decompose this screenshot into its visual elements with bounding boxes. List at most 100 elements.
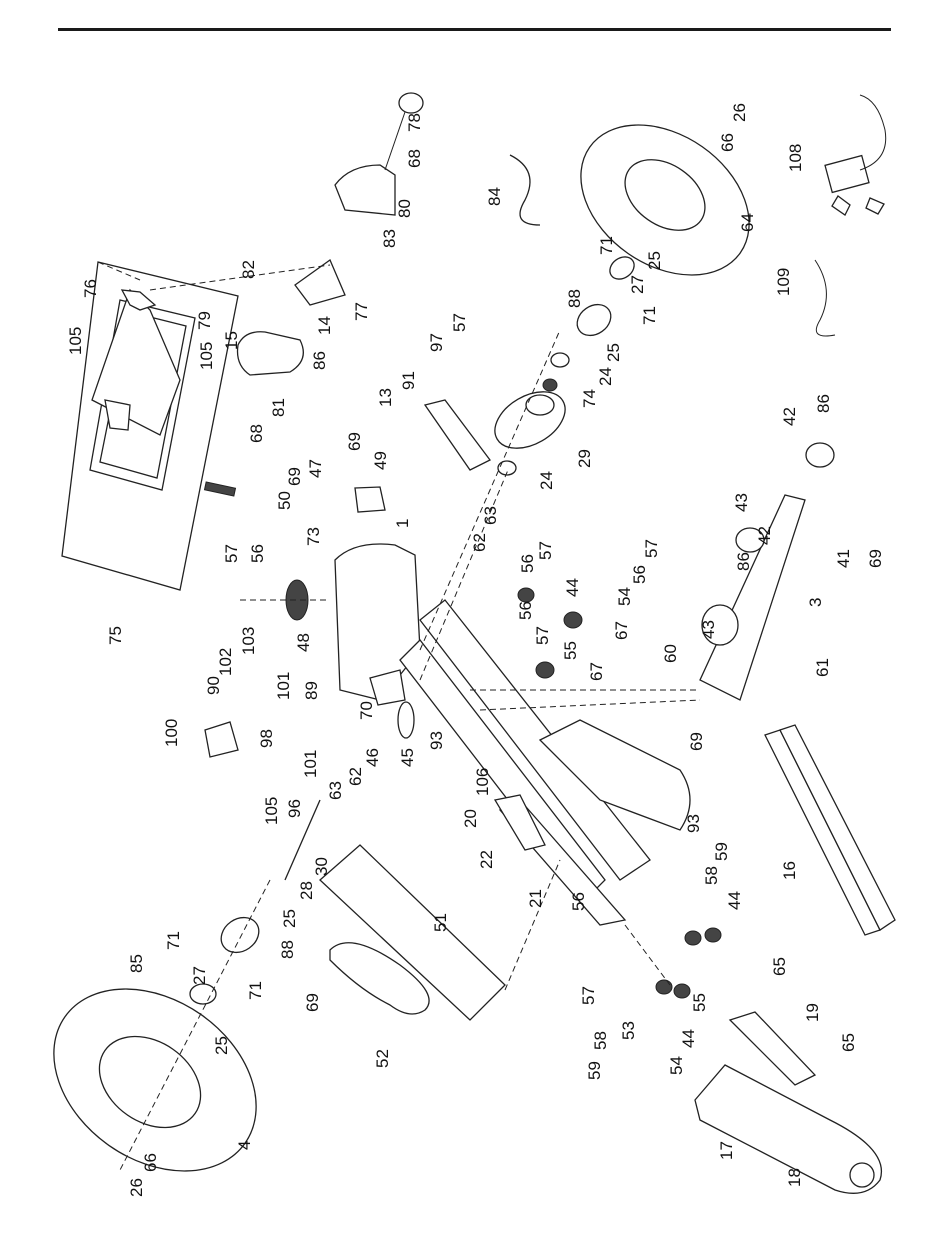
part-label: 106 xyxy=(473,768,492,796)
part-label: 76 xyxy=(81,279,100,298)
part-label: 52 xyxy=(373,1049,392,1068)
part-label: 3 xyxy=(806,598,825,607)
part-label: 43 xyxy=(732,493,751,512)
part-label: 19 xyxy=(803,1003,822,1022)
part-label: 67 xyxy=(612,621,631,640)
part-label: 74 xyxy=(580,389,599,408)
part-label: 105 xyxy=(197,342,216,370)
cable-109 xyxy=(814,259,836,337)
part-label: 44 xyxy=(725,891,744,910)
part-label: 26 xyxy=(730,103,749,122)
handle-52 xyxy=(329,942,430,1015)
part-label: 50 xyxy=(275,491,294,510)
part-label: 56 xyxy=(518,554,537,573)
part-label: 60 xyxy=(661,644,680,663)
part-label: 86 xyxy=(814,394,833,413)
part-label: 69 xyxy=(687,732,706,751)
part-label: 54 xyxy=(615,587,634,606)
part-label: 1 xyxy=(393,519,412,528)
part-label: 56 xyxy=(516,601,535,620)
part-label: 101 xyxy=(301,750,320,778)
part-label: 63 xyxy=(481,506,500,525)
knob-78 xyxy=(384,92,424,171)
part-label: 69 xyxy=(345,432,364,451)
part-label: 28 xyxy=(297,881,316,900)
part-label: 21 xyxy=(526,889,545,908)
part-label: 91 xyxy=(399,371,418,390)
part-label: 71 xyxy=(246,981,265,1000)
part-label: 44 xyxy=(563,578,582,597)
part-label: 96 xyxy=(285,799,304,818)
part-label: 16 xyxy=(780,861,799,880)
part-label: 101 xyxy=(274,672,293,700)
part-label: 81 xyxy=(269,398,288,417)
part-label: 73 xyxy=(304,527,323,546)
part-label: 26 xyxy=(127,1178,146,1197)
part-label: 66 xyxy=(141,1153,160,1172)
main-frame-1 xyxy=(334,543,691,901)
part-label: 47 xyxy=(306,459,325,478)
rails-16 xyxy=(764,724,896,936)
part-label: 17 xyxy=(717,1141,736,1160)
part-label: 88 xyxy=(565,289,584,308)
rear-stabilizer-3 xyxy=(699,442,835,701)
sensor-100 xyxy=(204,721,239,758)
part-label: 58 xyxy=(591,1031,610,1050)
part-label: 4 xyxy=(235,1141,254,1150)
part-label: 57 xyxy=(222,544,241,563)
part-label: 42 xyxy=(780,407,799,426)
part-label: 13 xyxy=(376,388,395,407)
part-label: 103 xyxy=(239,627,258,655)
part-label: 83 xyxy=(380,229,399,248)
part-label: 57 xyxy=(536,541,555,560)
part-label: 65 xyxy=(839,1033,858,1052)
part-label: 27 xyxy=(190,966,209,985)
part-label: 100 xyxy=(162,719,181,747)
axle-30 xyxy=(284,799,321,881)
part-label: 67 xyxy=(587,662,606,681)
part-label: 29 xyxy=(575,449,594,468)
part-label: 63 xyxy=(326,781,345,800)
part-label: 93 xyxy=(684,814,703,833)
part-label: 54 xyxy=(667,1056,686,1075)
part-label: 78 xyxy=(405,113,424,132)
part-label: 57 xyxy=(642,539,661,558)
part-label: 105 xyxy=(262,797,281,825)
pulley-29 xyxy=(494,391,566,449)
part-label: 71 xyxy=(164,931,183,950)
part-label: 20 xyxy=(461,809,480,828)
plate-49 xyxy=(354,486,386,513)
part-label: 14 xyxy=(315,316,334,335)
bracket-70 xyxy=(369,669,406,706)
part-label: 56 xyxy=(630,565,649,584)
part-label: 56 xyxy=(569,892,588,911)
part-label: 43 xyxy=(699,620,718,639)
part-label: 62 xyxy=(470,533,489,552)
part-label: 57 xyxy=(579,986,598,1005)
part-label: 68 xyxy=(405,149,424,168)
part-label: 45 xyxy=(398,748,417,767)
part-label: 42 xyxy=(755,526,774,545)
part-label: 15 xyxy=(222,331,241,350)
part-label: 46 xyxy=(363,748,382,767)
part-label: 25 xyxy=(645,251,664,270)
part-label: 25 xyxy=(280,909,299,928)
part-label: 66 xyxy=(718,133,737,152)
part-label: 85 xyxy=(127,954,146,973)
part-label: 59 xyxy=(712,842,731,861)
part-label: 90 xyxy=(204,676,223,695)
part-label: 22 xyxy=(477,850,496,869)
power-adapter-108 xyxy=(824,94,887,216)
header-rule xyxy=(58,28,891,31)
part-label: 49 xyxy=(371,451,390,470)
part-label: 51 xyxy=(431,913,450,932)
part-label: 102 xyxy=(216,648,235,676)
part-label: 77 xyxy=(352,302,371,321)
part-label: 58 xyxy=(702,866,721,885)
part-label: 69 xyxy=(285,467,304,486)
part-labels: 78 68 80 83 84 26 66 64 108 109 82 76 79… xyxy=(66,103,885,1197)
part-label: 79 xyxy=(195,311,214,330)
part-label: 82 xyxy=(239,260,258,279)
part-label: 57 xyxy=(450,313,469,332)
